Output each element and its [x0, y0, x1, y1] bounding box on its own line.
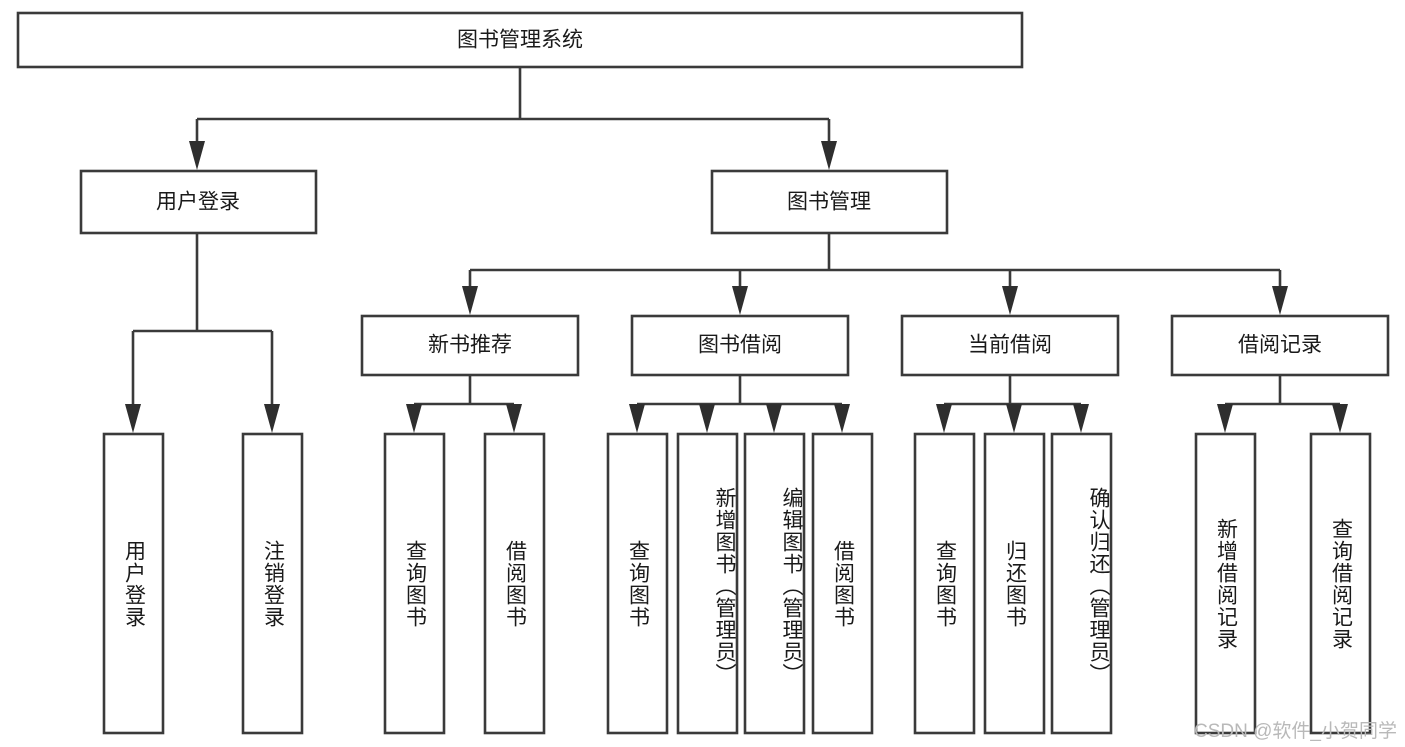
node-user-login-label: 用户登录 — [156, 191, 240, 214]
arrow-book-borrow — [732, 286, 748, 315]
node-user-login[interactable]: 用户登录 — [79, 169, 318, 235]
csdn-watermark: CSDN @软件_小贺同学 — [1194, 721, 1397, 742]
node-user-login-box[interactable] — [79, 169, 318, 235]
leaf-boxes — [102, 432, 1372, 735]
node-borrow-record[interactable]: 借阅记录 — [1170, 314, 1390, 377]
arrow-leaf-query-book-current — [936, 404, 952, 433]
arrow-leaf-query-book-rec — [406, 404, 422, 433]
node-book-borrow-label: 图书借阅 — [698, 334, 782, 357]
node-current-borrow-label: 当前借阅 — [968, 334, 1052, 357]
leaf-box-query-book-current[interactable] — [913, 432, 976, 735]
leaf-box-borrow-book[interactable] — [811, 432, 874, 735]
leaf-box-query-borrow-record[interactable] — [1309, 432, 1372, 735]
node-borrow-record-label: 借阅记录 — [1238, 334, 1322, 357]
leaf-box-query-book-rec[interactable] — [383, 432, 446, 735]
node-current-borrow-box[interactable] — [900, 314, 1120, 377]
arrow-leaf-query-book-borrow — [629, 404, 645, 433]
leaf-box-add-borrow-record[interactable] — [1194, 432, 1257, 735]
arrow-user-login — [189, 141, 205, 170]
leaf-box-user-login[interactable] — [102, 432, 165, 735]
node-book-manage-label: 图书管理 — [787, 191, 871, 214]
node-new-book-rec-box[interactable] — [360, 314, 580, 377]
arrow-leaf-return-book — [1006, 404, 1022, 433]
arrow-leaf-user-login — [125, 404, 141, 433]
leaf-box-user-logout[interactable] — [241, 432, 304, 735]
leaf-box-return-book[interactable] — [983, 432, 1046, 735]
leaf-box-query-book-borrow[interactable] — [606, 432, 669, 735]
node-book-manage-box[interactable] — [710, 169, 949, 235]
arrow-leaf-borrow-book-rec — [506, 404, 522, 433]
node-borrow-record-box[interactable] — [1170, 314, 1390, 377]
arrow-leaf-add-book-admin — [699, 404, 715, 433]
leaf-box-confirm-return[interactable] — [1050, 432, 1113, 735]
arrow-current-borrow — [1002, 286, 1018, 315]
arrow-leaf-query-borrow-record — [1332, 404, 1348, 433]
node-current-borrow[interactable]: 当前借阅 — [900, 314, 1120, 377]
node-book-borrow[interactable]: 图书借阅 — [630, 314, 850, 377]
node-root-box[interactable] — [16, 11, 1024, 69]
arrow-leaf-edit-book-admin — [766, 404, 782, 433]
node-new-book-rec[interactable]: 新书推荐 — [360, 314, 580, 377]
leaf-box-borrow-book-rec[interactable] — [483, 432, 546, 735]
node-root-label: 图书管理系统 — [457, 29, 583, 52]
node-book-borrow-box[interactable] — [630, 314, 850, 377]
arrow-leaf-borrow-book — [834, 404, 850, 433]
leaf-box-add-book-admin[interactable] — [676, 432, 739, 735]
arrow-leaf-user-logout — [264, 404, 280, 433]
node-root[interactable]: 图书管理系统 — [16, 11, 1024, 69]
node-book-manage[interactable]: 图书管理 — [710, 169, 949, 235]
arrowheads — [125, 141, 1348, 433]
arrow-new-book-rec — [462, 286, 478, 315]
arrow-borrow-record — [1272, 286, 1288, 315]
arrow-leaf-confirm-return — [1073, 404, 1089, 433]
arrow-leaf-add-borrow-record — [1217, 404, 1233, 433]
node-new-book-rec-label: 新书推荐 — [428, 334, 512, 357]
arrow-book-manage — [821, 141, 837, 170]
leaf-box-edit-book-admin[interactable] — [743, 432, 806, 735]
